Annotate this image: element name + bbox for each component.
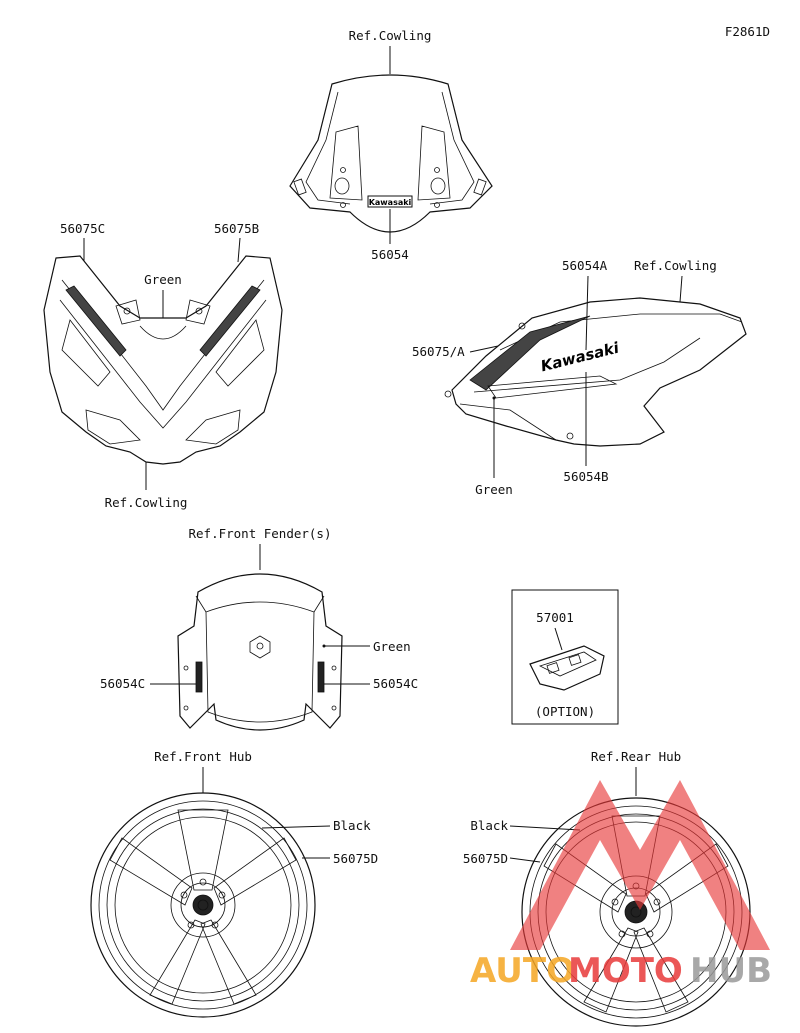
label-56054C-right: 56054C: [373, 676, 418, 691]
option-box: 57001 (OPTION): [511, 589, 619, 725]
label-56075D-front: 56075D: [333, 851, 378, 866]
label-green-side: Green: [475, 482, 513, 497]
watermark-text-moto: MOTO: [568, 951, 683, 991]
windshield: Ref.Cowling Kawasaki 56054: [289, 28, 493, 262]
label-56075B: 56075B: [214, 221, 259, 236]
front-fender: Ref.Front Fender(s) Green 56054C 56054C: [100, 526, 418, 731]
front-wheel: Ref.Front Hub Black 56075D: [90, 749, 378, 1018]
side-cowling: 56054A Ref.Cowling Kawasaki 56075/A Gree…: [412, 258, 747, 497]
watermark-logo-icon: [510, 780, 770, 950]
label-56054B: 56054B: [563, 469, 608, 484]
label-ref-cowling-top: Ref.Cowling: [349, 28, 432, 43]
label-ref-front-fender: Ref.Front Fender(s): [189, 526, 332, 541]
watermark: AUTO MOTO HUB: [470, 780, 772, 991]
label-56075C: 56075C: [60, 221, 105, 236]
label-ref-front-hub: Ref.Front Hub: [154, 749, 252, 764]
figure-code: F2861D: [725, 24, 770, 39]
windshield-decal: [367, 195, 413, 208]
label-option: (OPTION): [535, 704, 595, 719]
label-black-front: Black: [333, 818, 371, 833]
front-cowling: 56075C 56075B Green Ref.Cowling: [43, 221, 283, 510]
label-56054-top: 56054: [371, 247, 409, 262]
label-56075A: 56075/A: [412, 344, 465, 359]
label-56054C-left: 56054C: [100, 676, 145, 691]
windshield-logo: Kawasaki: [369, 198, 412, 207]
label-56075D-rear: 56075D: [463, 851, 508, 866]
watermark-text-hub: HUB: [690, 951, 772, 991]
label-ref-rear-hub: Ref.Rear Hub: [591, 749, 681, 764]
label-green-front: Green: [144, 272, 182, 287]
label-57001: 57001: [536, 610, 574, 625]
label-black-rear: Black: [470, 818, 508, 833]
label-green-fender: Green: [373, 639, 411, 654]
label-56054A: 56054A: [562, 258, 608, 273]
watermark-text-auto: AUTO: [470, 951, 575, 991]
label-ref-cowling-front: Ref.Cowling: [105, 495, 188, 510]
label-ref-cowling-side: Ref.Cowling: [634, 258, 717, 273]
